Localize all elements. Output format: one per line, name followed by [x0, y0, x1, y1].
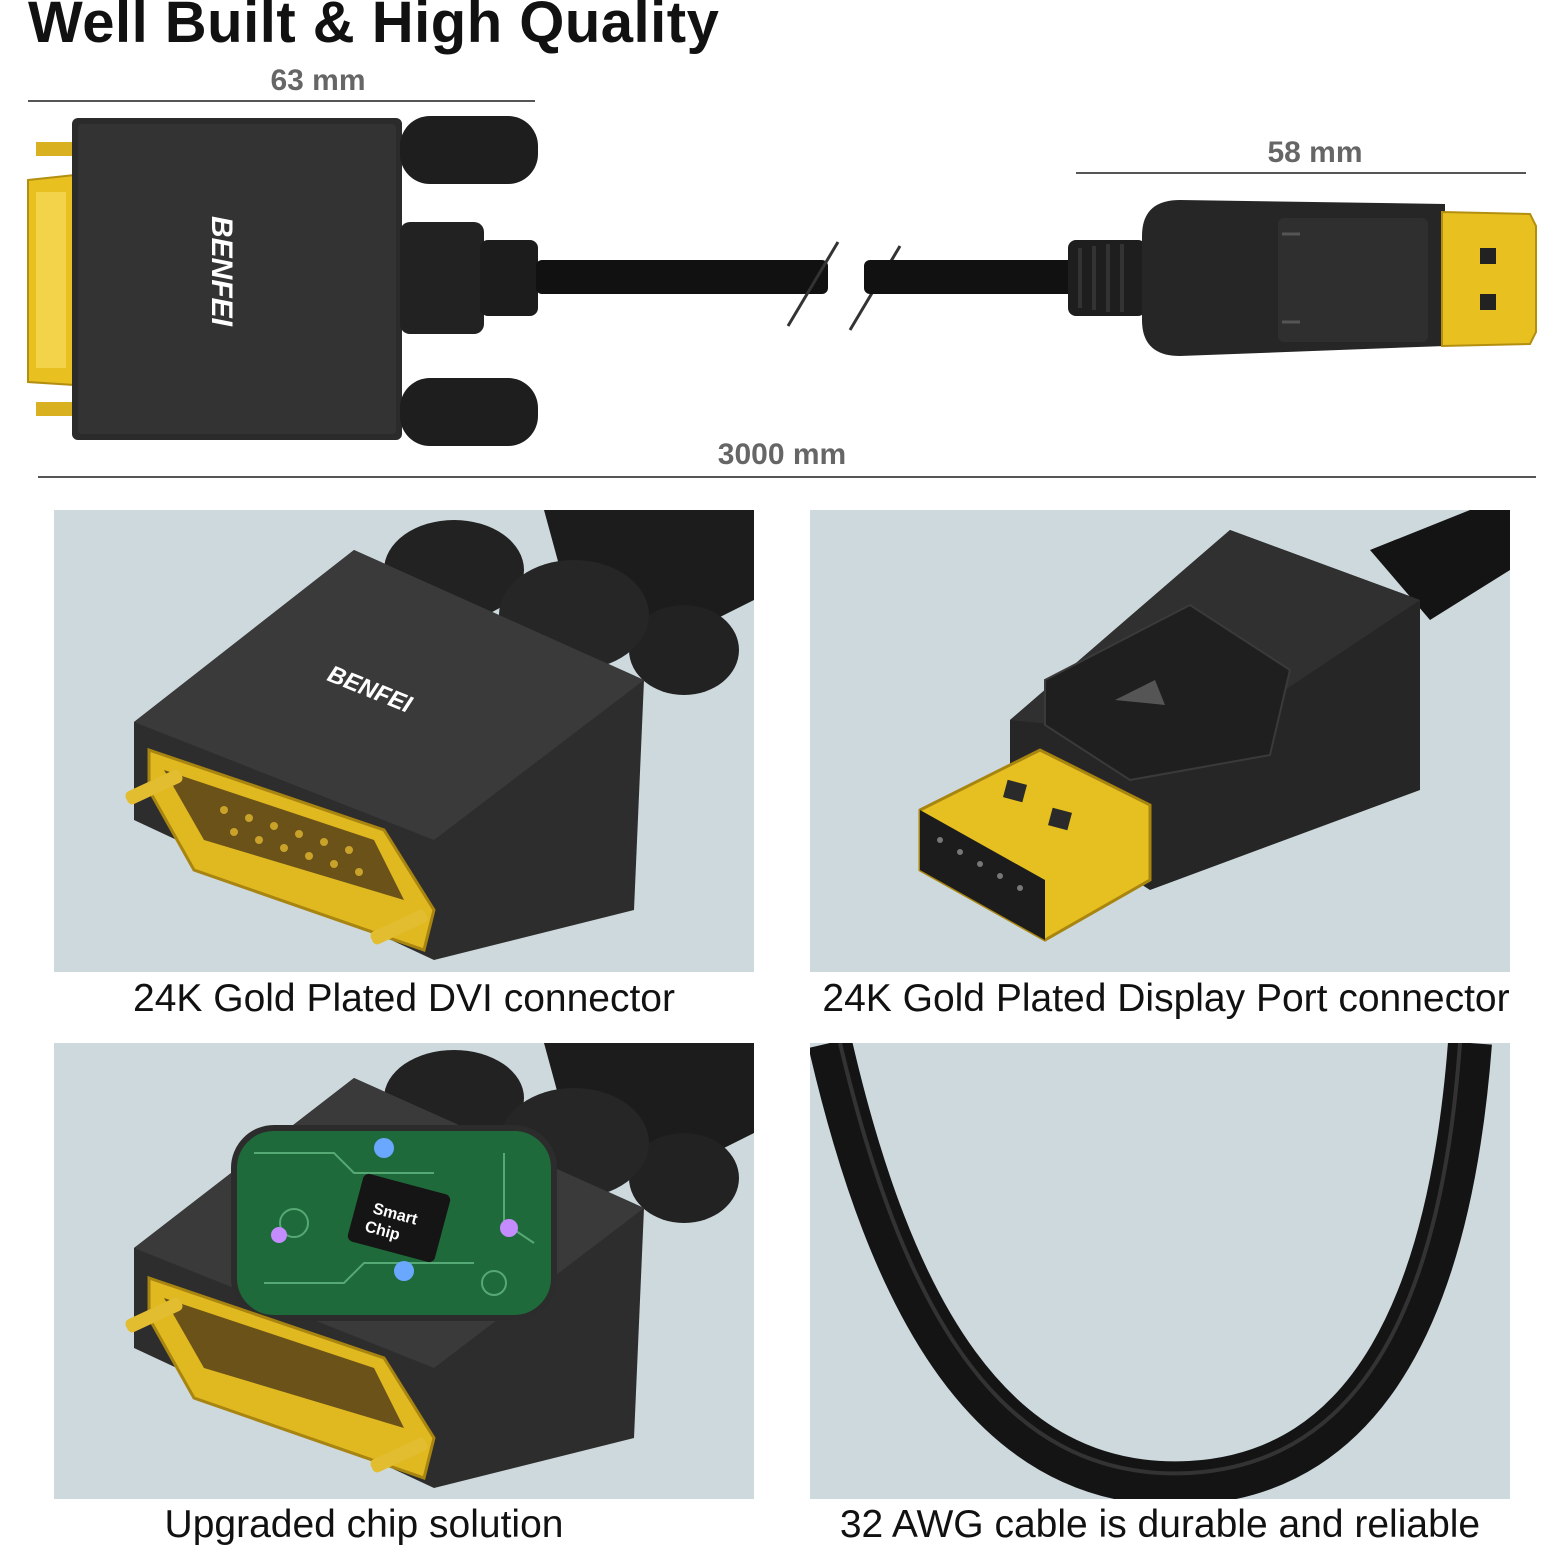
displayport-connector-photo [810, 510, 1510, 972]
cable-durability-caption: 32 AWG cable is durable and reliable [839, 1503, 1481, 1546]
dvi-width-label: 63 mm [270, 64, 366, 97]
dvi-connector-caption: 24K Gold Plated DVI connector [133, 977, 675, 1020]
cable-length-line [38, 476, 1536, 478]
dp-width-label: 58 mm [1267, 136, 1363, 169]
cable-durability-photo [810, 1043, 1510, 1499]
chip-solution-caption: Upgraded chip solution [164, 1503, 564, 1546]
page-title: Well Built & High Quality [28, 0, 720, 55]
dvi-width-line [28, 100, 535, 102]
displayport-connector-caption: 24K Gold Plated Display Port connector [822, 977, 1510, 1020]
cable-overview-illustration: BENFEI [27, 116, 1537, 446]
dvi-connector-photo: BENFEI [54, 510, 754, 972]
brand-logo-top: BENFEI [205, 216, 238, 327]
dp-width-line [1076, 172, 1526, 174]
cable-length-label: 3000 mm [717, 438, 847, 471]
chip-solution-photo: Smart Chip [54, 1043, 754, 1499]
